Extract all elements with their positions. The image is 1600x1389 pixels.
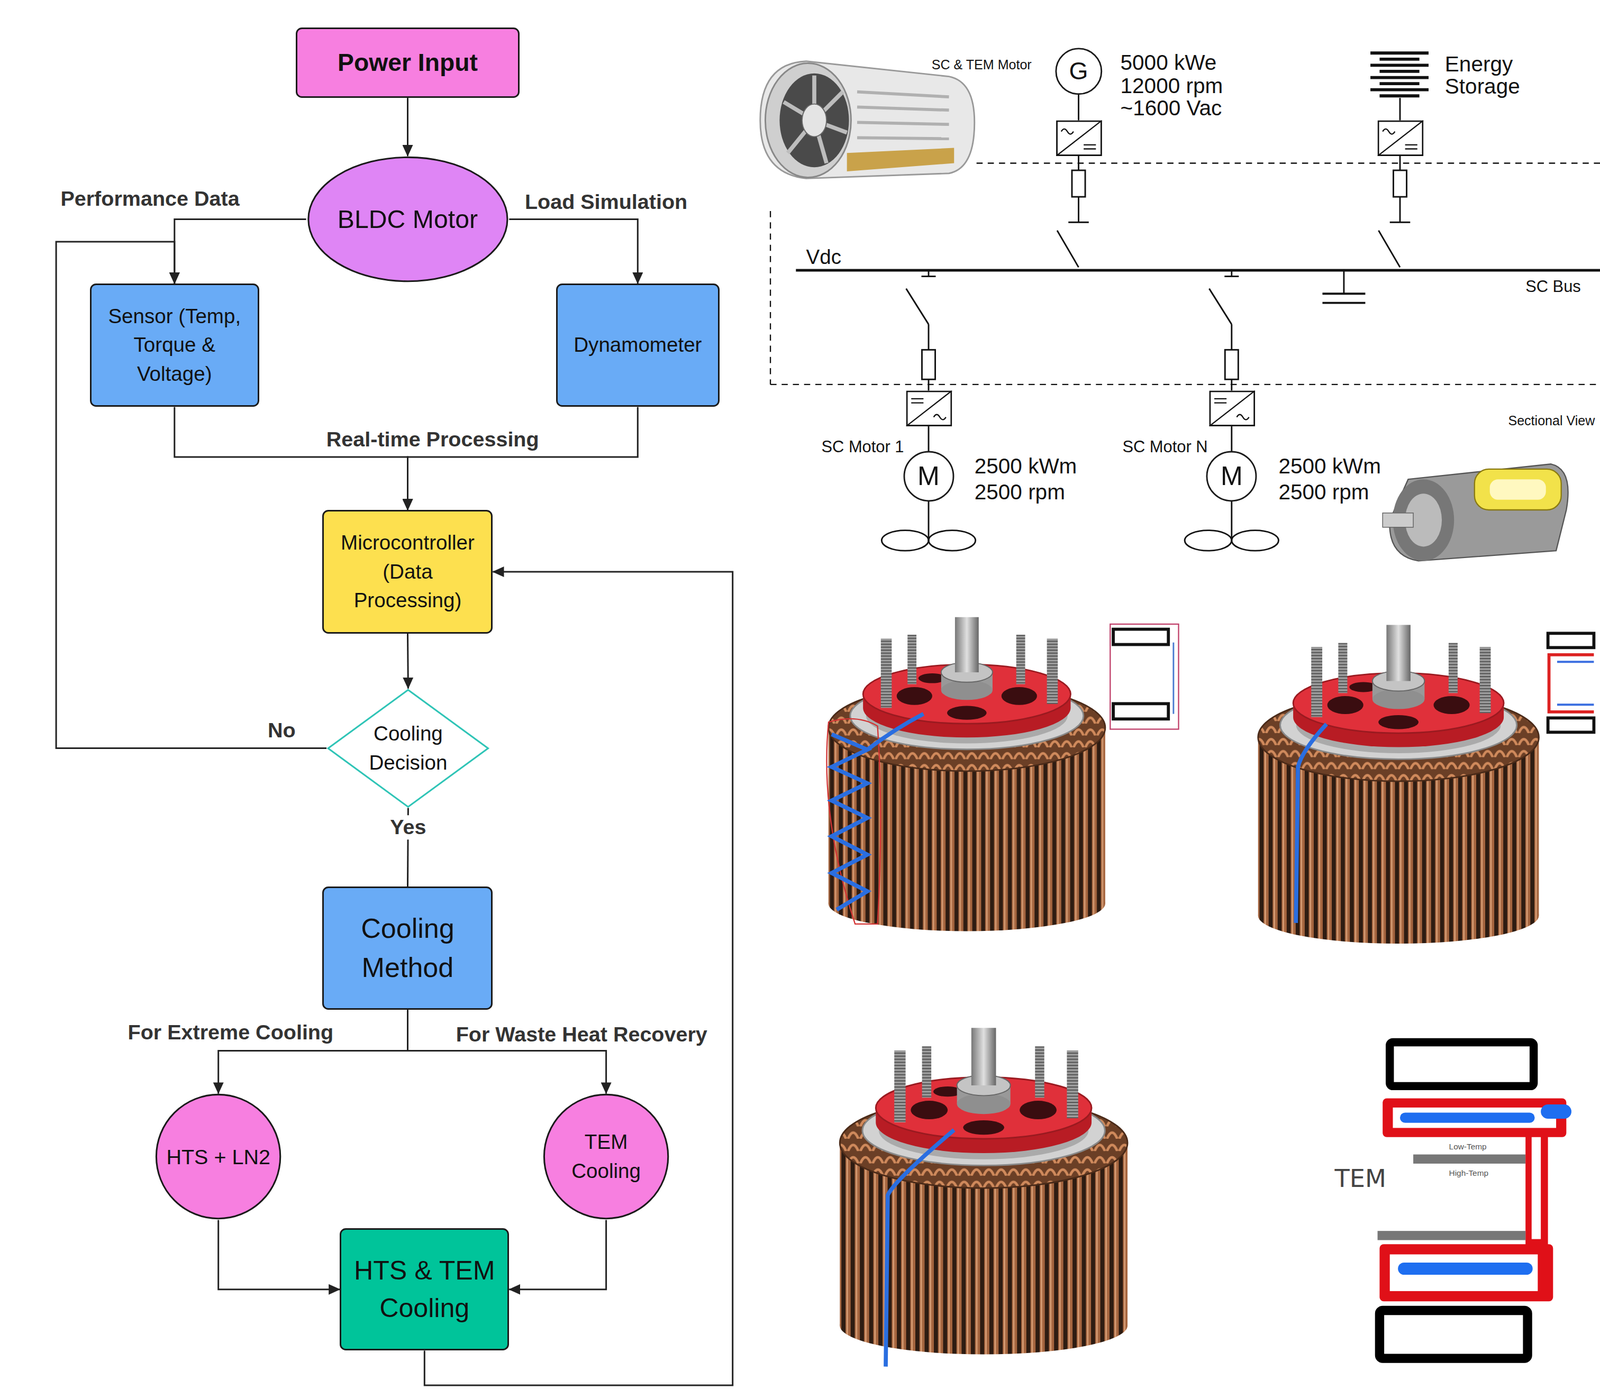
shape-fill	[307, 157, 507, 281]
method-circle: TEM Cooling	[542, 1093, 670, 1221]
node-text: Cooling Method	[330, 909, 485, 988]
sectional-render	[1382, 464, 1568, 561]
node-text: M	[1212, 457, 1252, 496]
edge-label: For Extreme Cooling	[124, 1020, 337, 1045]
diagram-label: TEM	[1334, 1165, 1387, 1194]
shape-fill	[1206, 451, 1257, 502]
shape-fill	[903, 451, 953, 502]
edge-label: Real-time Processing	[323, 427, 542, 452]
diagram-label: ~1600 Vac	[1120, 95, 1223, 121]
method-circle: HTS + LN2	[155, 1093, 282, 1221]
diamond-outline	[326, 688, 490, 809]
edge-label: For Waste Heat Recovery	[452, 1022, 711, 1047]
edge-label: Load Simulation	[521, 189, 691, 214]
decision-diamond: Cooling Decision	[326, 688, 490, 809]
node-text: Power Input	[304, 45, 512, 81]
node-text: Sensor (Temp, Torque & Voltage)	[97, 302, 251, 389]
diagram-label: Sectional View	[1507, 412, 1595, 429]
node-text: HTS + LN2	[161, 1142, 276, 1172]
edge-label: Yes	[387, 815, 430, 840]
node-text: HTS & TEM Cooling	[348, 1252, 502, 1328]
node-text: Microcontroller (Data Processing)	[330, 528, 485, 616]
node-text: M	[908, 457, 949, 496]
diagram-label: 5000 kWe	[1120, 49, 1217, 75]
connector-arrow	[508, 1220, 606, 1290]
node-text: G	[1060, 53, 1097, 89]
shape-fill	[156, 1095, 281, 1220]
connector-arrow	[174, 219, 307, 284]
connector-arrow	[407, 407, 639, 511]
diagram-label: SC & TEM Motor	[931, 56, 1032, 72]
shape-fill	[1056, 48, 1102, 95]
node-text: BLDC Motor	[326, 201, 489, 238]
diagram-label: SC Motor 1	[821, 437, 905, 457]
section-icon	[1110, 624, 1594, 733]
connector-arrow	[406, 97, 409, 157]
coolant-path	[826, 714, 1327, 1368]
process-box: Power Input	[295, 27, 520, 98]
diagram-label: Low-Temp	[1449, 1142, 1487, 1152]
dynamometer-box: Dynamometer	[556, 283, 720, 407]
diagram-label: SC Bus	[1525, 277, 1581, 296]
diagram-label: 2500 rpm	[1278, 479, 1370, 505]
diagram-label: Vdc	[806, 245, 842, 269]
node-text: TEM Cooling	[558, 1128, 654, 1187]
diagram-label: High-Temp	[1449, 1168, 1489, 1179]
diagram-label: Energy Storage	[1444, 52, 1568, 98]
motor-symbol: M	[1206, 451, 1257, 502]
connector-arrow	[56, 241, 327, 749]
connector-arrow	[218, 1220, 341, 1290]
motor-render	[760, 61, 975, 179]
edge-label: No	[264, 718, 299, 743]
tem-schematic	[1377, 1042, 1572, 1359]
sensor-box: Sensor (Temp, Torque & Voltage)	[89, 283, 260, 407]
diagram-label: 2500 kWm	[974, 453, 1078, 479]
process-box: Cooling Method	[322, 886, 493, 1011]
shape-fill	[328, 689, 488, 807]
node-text: Cooling Decision	[357, 719, 459, 778]
ellipse-outline	[542, 1093, 670, 1221]
controller-box: Microcontroller (Data Processing)	[322, 510, 493, 634]
diagram-label: 2500 kWm	[1278, 453, 1382, 479]
shape-fill	[543, 1095, 668, 1220]
diagram-label: 12000 rpm	[1120, 73, 1224, 99]
motor-ellipse: BLDC Motor	[306, 156, 510, 283]
process-box: HTS & TEM Cooling	[339, 1228, 509, 1351]
generator-symbol: G	[1055, 48, 1103, 95]
connector-arrow	[406, 633, 409, 689]
stator-render	[828, 616, 1540, 1355]
motor-symbol: M	[903, 451, 954, 502]
connector-arrow	[174, 407, 408, 511]
connector-arrow	[508, 219, 638, 284]
diagram-label: 2500 rpm	[974, 479, 1066, 505]
edge-label: Performance Data	[57, 186, 243, 211]
node-text: Dynamometer	[564, 330, 712, 360]
diagram-label: SC Motor N	[1122, 437, 1208, 457]
